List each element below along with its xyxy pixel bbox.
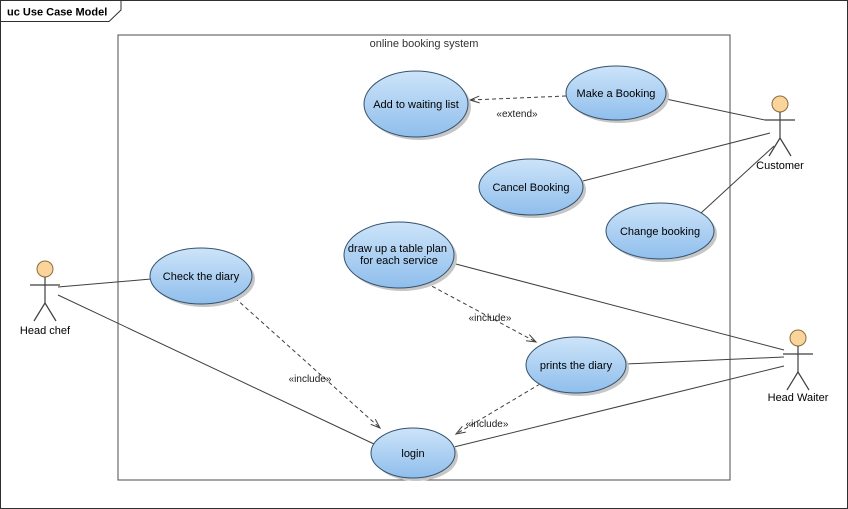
usecase-draw-up-table-plan-label: draw up a table plan for each service (348, 243, 450, 267)
extend-stereotype-label: «extend» (496, 109, 538, 120)
usecase-label-line-1: draw up a table plan (348, 243, 447, 255)
include-arrowhead-icon (454, 425, 466, 435)
include-stereotype-label: «include» (466, 419, 509, 430)
actor-right-leg-icon (779, 137, 792, 157)
usecase-label-line-2: for each service (360, 255, 438, 267)
usecase-make-a-booking[interactable] (565, 65, 667, 121)
actor-left-leg-icon (786, 371, 799, 391)
actor-left-leg-icon (33, 302, 46, 322)
actor-head-chef-label: Head chef (20, 325, 71, 337)
association-head-waiter-prints-the-diary[interactable] (625, 356, 785, 365)
actor-right-leg-icon (44, 302, 57, 322)
include-arrowhead-icon (370, 418, 382, 429)
dependency-include-prints-the-diary-to-login[interactable]: «include» (454, 383, 541, 435)
frame-title: uc Use Case Model (7, 7, 107, 19)
system-boundary-label: online booking system (370, 38, 479, 50)
use-cases: Add to waiting list Make a Booking Cance… (149, 65, 717, 481)
extend-line (469, 95, 567, 101)
dependency-include-check-the-diary-to-login[interactable]: «include» (234, 297, 382, 429)
associations (57, 98, 785, 448)
actor-head-icon (36, 260, 54, 278)
usecase-prints-the-diary[interactable] (525, 336, 627, 394)
actor-customer[interactable]: Customer (756, 95, 804, 172)
usecase-prints-the-diary-label: prints the diary (540, 360, 613, 372)
include-line (234, 297, 381, 429)
usecase-add-to-waiting-list[interactable] (363, 70, 469, 138)
dependency-extend-make-a-booking-to-add-to-waiting-list[interactable]: «extend» (468, 95, 567, 120)
usecase-make-a-booking-label: Make a Booking (577, 88, 656, 100)
include-stereotype-label: «include» (289, 374, 332, 385)
include-arrowhead-icon (526, 334, 538, 343)
usecase-check-the-diary-label: Check the diary (163, 271, 240, 283)
usecase-login-label: login (401, 448, 424, 460)
actor-head-waiter-label: Head Waiter (768, 392, 829, 404)
actor-customer-label: Customer (756, 160, 804, 172)
usecase-cancel-booking-label: Cancel Booking (492, 182, 569, 194)
actor-head-chef[interactable]: Head chef (20, 260, 71, 337)
actor-head-waiter[interactable]: Head Waiter (768, 329, 829, 404)
usecase-login[interactable] (370, 427, 456, 479)
actor-right-leg-icon (797, 371, 810, 391)
include-stereotype-label: «include» (469, 313, 512, 324)
extend-arrowhead-icon (468, 95, 480, 104)
dependency-include-draw-up-table-plan-to-prints-the-diary[interactable]: «include» (425, 282, 538, 343)
association-customer-change-booking[interactable] (700, 145, 775, 214)
usecase-draw-up-table-plan[interactable] (343, 221, 455, 289)
association-head-waiter-draw-up-table-plan[interactable] (451, 262, 785, 351)
association-customer-make-a-booking[interactable] (665, 98, 766, 121)
frame-tab (0, 0, 122, 22)
association-head-waiter-login[interactable] (453, 365, 785, 448)
include-line (455, 383, 541, 435)
association-head-chef-login[interactable] (57, 294, 375, 445)
usecase-change-booking[interactable] (605, 202, 715, 260)
usecase-add-to-waiting-list-label: Add to waiting list (373, 99, 459, 111)
actor-head-icon (789, 329, 807, 347)
usecase-check-the-diary[interactable] (149, 247, 253, 305)
usecase-cancel-booking[interactable] (478, 158, 584, 216)
actor-head-icon (771, 95, 789, 113)
usecase-change-booking-label: Change booking (620, 226, 700, 238)
actor-left-leg-icon (768, 137, 781, 157)
association-head-chef-check-the-diary[interactable] (57, 278, 152, 288)
association-customer-cancel-booking[interactable] (582, 132, 771, 182)
